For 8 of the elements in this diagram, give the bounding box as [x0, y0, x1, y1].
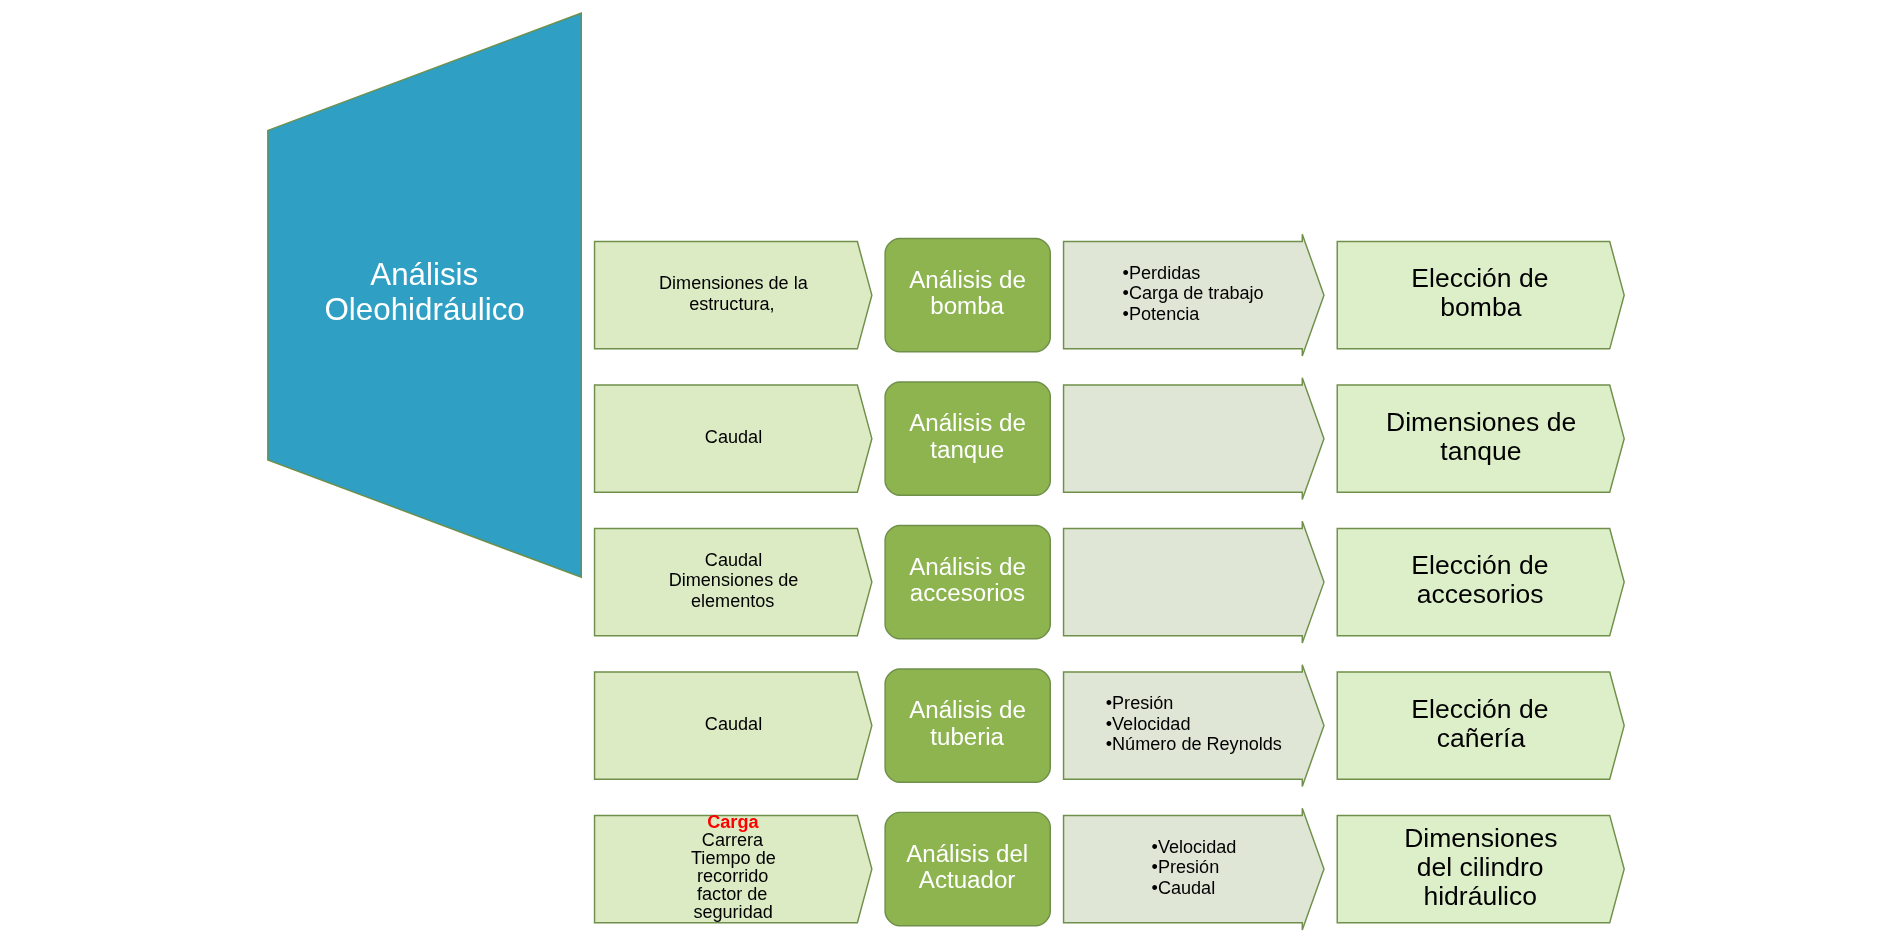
node-box: Análisis de tuberia: [884, 668, 1051, 783]
node-arrow: [1062, 520, 1325, 644]
node-box: Análisis del Actuador: [884, 811, 1051, 927]
node-box: Análisis de bomba: [884, 237, 1051, 353]
node-arrow: [1062, 377, 1325, 501]
node-box: Análisis de accesorios: [884, 524, 1051, 640]
node-box: Análisis de tanque: [884, 381, 1051, 497]
node-box: Análisis Oleohidráulico: [267, 12, 582, 579]
